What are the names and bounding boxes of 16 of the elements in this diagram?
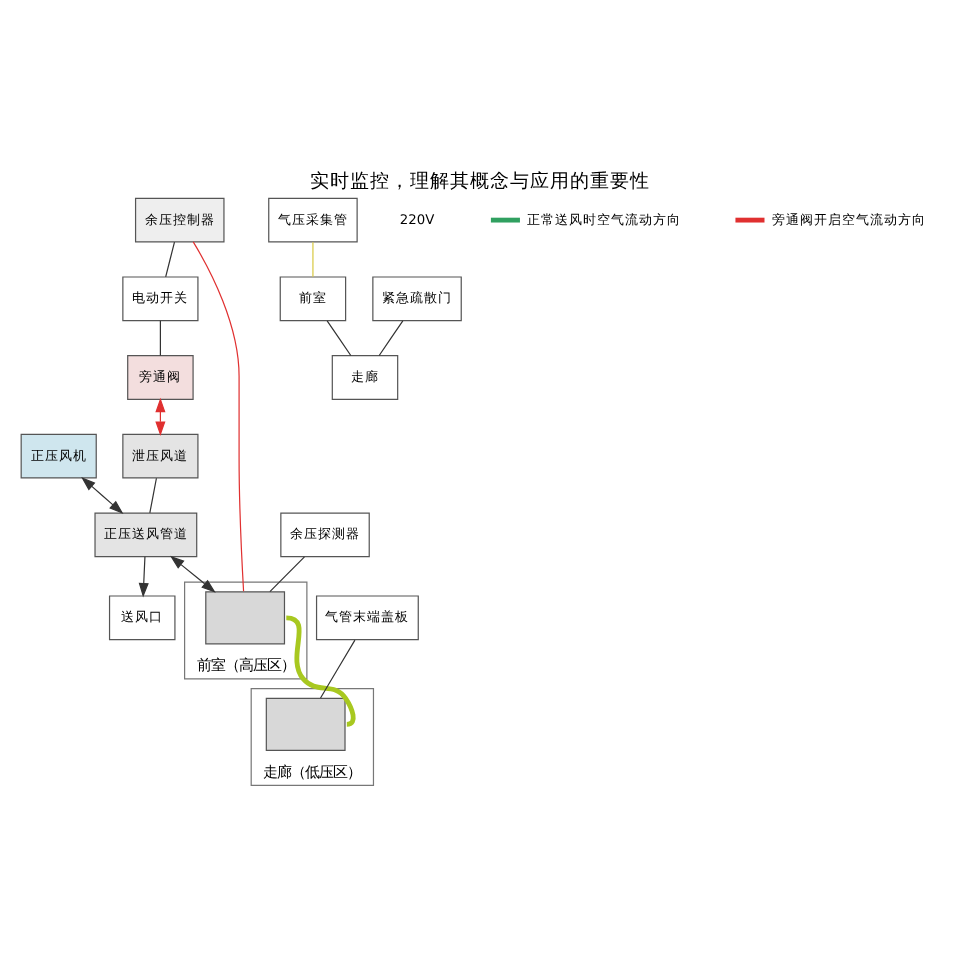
- connector: [319, 638, 356, 698]
- arrow: [138, 555, 149, 597]
- arrow: [170, 554, 216, 592]
- connector: [165, 240, 176, 277]
- connector: [286, 614, 356, 726]
- connector: [149, 476, 158, 513]
- connector: [269, 555, 306, 592]
- connector: [159, 319, 161, 356]
- connector: [326, 319, 352, 356]
- arrow: [81, 476, 124, 514]
- connector: [378, 319, 404, 356]
- diagram-title: 实时监控，理解其概念与应用的重要性: [310, 170, 650, 193]
- node-box: [265, 696, 346, 750]
- node-box: [205, 590, 286, 644]
- connector: [192, 240, 245, 591]
- connector: [312, 240, 314, 277]
